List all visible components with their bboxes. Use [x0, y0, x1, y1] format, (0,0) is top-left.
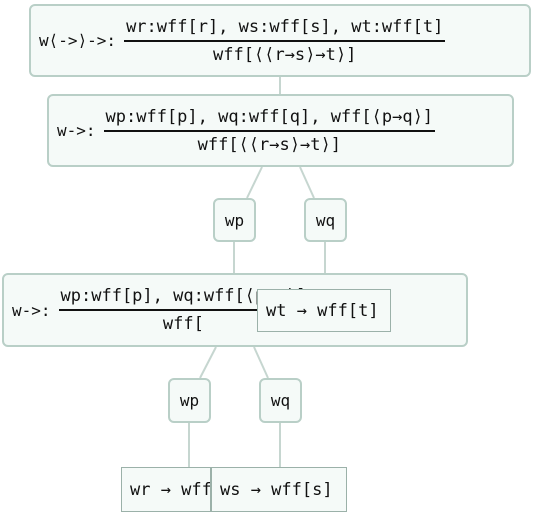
rewrite-box-ws[interactable]: ws → wff[s]: [211, 467, 347, 512]
hypothesis-pill-wp[interactable]: wp: [168, 378, 211, 423]
rewrite-label: ws → wff[s]: [220, 479, 333, 500]
rule-conclusion: wff[⟨⟨r→s⟩→t⟩]: [213, 44, 357, 65]
edge-rule2-wq: [299, 166, 315, 199]
pill-label: wp: [224, 210, 245, 230]
rewrite-box-wt[interactable]: wt → wff[t]: [257, 289, 391, 332]
rule-node-arrow[interactable]: w->: wp:wff[p], wq:wff[q], wff[⟨p→q⟩] wf…: [47, 94, 514, 167]
rule-premises: wr:wff[r], ws:wff[s], wt:wff[t]: [124, 17, 446, 42]
rule-name: w->:: [12, 300, 51, 320]
inference-fraction: wp:wff[p], wq:wff[q], wff[⟨p→q⟩] wff[⟨⟨r…: [103, 107, 436, 155]
edge-rule2-wp: [246, 166, 263, 199]
rewrite-label: wr → wff: [130, 479, 211, 500]
pill-label: wq: [315, 210, 336, 230]
hypothesis-pill-wq[interactable]: wq: [304, 198, 347, 242]
inference-fraction: wr:wff[r], ws:wff[s], wt:wff[t] wff[⟨⟨r→…: [124, 17, 446, 65]
rewrite-box-wr[interactable]: wr → wff: [121, 467, 211, 512]
edge-rule3-wp: [199, 346, 217, 379]
rewrite-label: wt → wff[t]: [266, 300, 379, 321]
rule-premises: wp:wff[p], wq:wff[q], wff[⟨p→q⟩]: [103, 107, 436, 132]
rule-node-arrow-expanded[interactable]: w->: wp:wff[p], wq:wff[⟨p→q⟩] wff[: [2, 273, 468, 347]
pill-label: wp: [179, 391, 200, 410]
rule-name: w⟨->⟩->:: [39, 31, 117, 50]
rule-conclusion: wff[⟨⟨r→s⟩→t⟩]: [197, 134, 341, 155]
edge-rule3-wq: [253, 346, 269, 379]
rule-conclusion: wff[: [162, 314, 204, 334]
pill-label: wq: [270, 391, 291, 410]
rule-name: w->:: [57, 121, 96, 140]
rule-node-arrow-arrow[interactable]: w⟨->⟩->: wr:wff[r], ws:wff[s], wt:wff[t]…: [29, 4, 531, 77]
rule-premises-head: wp:wff[p], wq:w: [60, 286, 215, 306]
hypothesis-pill-wq[interactable]: wq: [259, 378, 302, 423]
hypothesis-pill-wp[interactable]: wp: [213, 198, 256, 242]
